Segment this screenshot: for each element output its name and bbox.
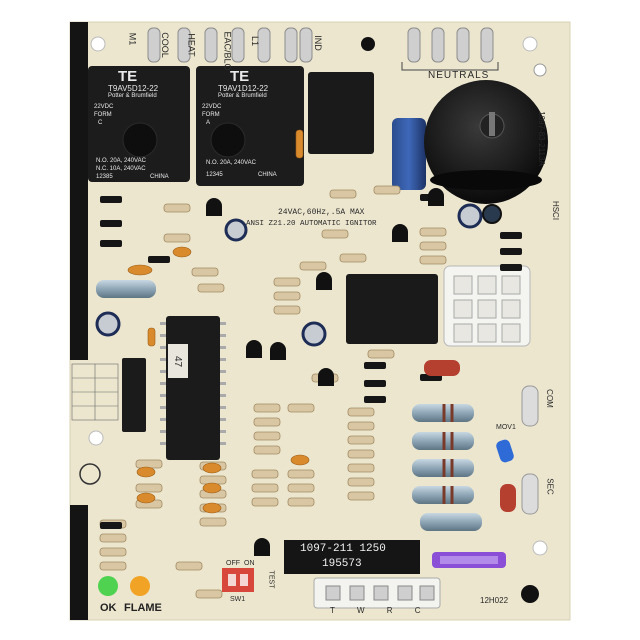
relay-k4-spec3: C xyxy=(98,120,103,126)
relay-k4-rating1: N.O. 20A, 240VAC xyxy=(96,158,146,164)
ground-post xyxy=(521,585,539,603)
relay-k4-maker: Potter & Brumfield xyxy=(108,93,157,99)
neutrals-label: NEUTRALS xyxy=(428,70,490,81)
relay-k4-brand: TE xyxy=(118,68,138,85)
terminal-label-cool: COOL xyxy=(159,32,170,58)
ic-u2 xyxy=(122,358,146,432)
relay-k6-code: 12345 xyxy=(206,172,223,178)
top-post xyxy=(361,37,375,51)
relay-k4-spec1: 22VDC xyxy=(94,104,114,110)
com-terminal xyxy=(521,385,539,427)
relay-k2 xyxy=(308,72,374,154)
led-ok xyxy=(98,576,118,596)
sticker xyxy=(284,540,420,574)
dip-switch xyxy=(222,568,254,592)
relay-k6-rating1: N.O. 20A, 240VAC xyxy=(206,160,256,166)
com-label: COM xyxy=(544,389,554,408)
relay-k4-spec2: FORM xyxy=(94,112,112,118)
terminal-label-ind: IND xyxy=(312,35,323,51)
mount-hole-tr xyxy=(522,36,538,52)
terminal-label-l1: L1 xyxy=(250,35,261,47)
cap-blue-small xyxy=(496,439,514,463)
label-grid xyxy=(71,363,119,421)
sw-on-label: ON xyxy=(244,560,255,567)
pcb-code: 12H022 xyxy=(480,596,509,605)
relay-k4-code: 12385 xyxy=(96,174,113,180)
transistors xyxy=(206,188,444,556)
sw-off-label: OFF xyxy=(226,560,240,567)
mount-hole-br xyxy=(532,540,548,556)
silk-ansi: ANSI Z21.20 AUTOMATIC IGNITOR xyxy=(246,220,377,228)
board-id-vertical: 1097-83-2113A xyxy=(536,111,546,166)
csa-mark xyxy=(79,463,101,485)
sticker-line-1: 1097-211 1250 xyxy=(300,543,386,555)
mount-hole-r xyxy=(533,63,547,77)
led-flame-label: FLAME xyxy=(124,602,162,614)
relay-k6-spec3: A xyxy=(206,120,211,126)
test-label: TEST xyxy=(267,570,275,589)
terminal-label-heat: HEAT xyxy=(186,33,197,57)
ceramic-caps xyxy=(127,129,310,514)
relay-k4-model: T9AV5D12-22 xyxy=(108,84,159,93)
relay-k4-origin: CHINA xyxy=(150,174,169,180)
sticker-line-2: 195573 xyxy=(322,558,362,570)
sw1-label: SW1 xyxy=(230,596,246,603)
silk-rating: 24VAC,60Hz,.5A MAX xyxy=(278,208,365,217)
twrc-label: T W R C xyxy=(330,606,431,615)
hsci-label: HSCI xyxy=(551,200,561,221)
small-resistors xyxy=(99,185,447,599)
cap-red-1 xyxy=(424,360,460,376)
relay-k4-rating2: N.C. 10A, 240VAC xyxy=(96,166,146,172)
left-edge-strip xyxy=(70,22,88,360)
cap-red-2 xyxy=(500,484,516,512)
led-ok-label: OK xyxy=(100,602,117,614)
relay-k6-brand: TE xyxy=(230,68,250,85)
sec-terminal xyxy=(521,473,539,515)
relay-k6-spec2: FORM xyxy=(202,112,220,118)
ic-u1-mark: 47 xyxy=(172,355,184,368)
mount-hole-tl xyxy=(90,36,106,52)
led-flame xyxy=(130,576,150,596)
terminal-label-eac: EAC/BLO xyxy=(222,31,233,71)
relay-k6-origin: CHINA xyxy=(258,172,277,178)
relay-k6-spec1: 22VDC xyxy=(202,104,222,110)
electrolytic-caps xyxy=(95,203,502,347)
relay-k6-maker: Potter & Brumfield xyxy=(218,93,267,99)
mov-label: MOV1 xyxy=(496,424,516,431)
mount-hole-ml xyxy=(88,430,104,446)
relay-k6-model: T9AV1D12-22 xyxy=(218,84,269,93)
capacitor-c20 xyxy=(392,118,426,190)
terminal-label-m1: M1 xyxy=(127,32,138,46)
top-terminals xyxy=(147,27,494,63)
relay-k1 xyxy=(346,274,438,344)
sec-label: SEC xyxy=(545,478,555,495)
ic-u1 xyxy=(166,316,220,460)
left-edge-strip-lower xyxy=(70,505,88,620)
